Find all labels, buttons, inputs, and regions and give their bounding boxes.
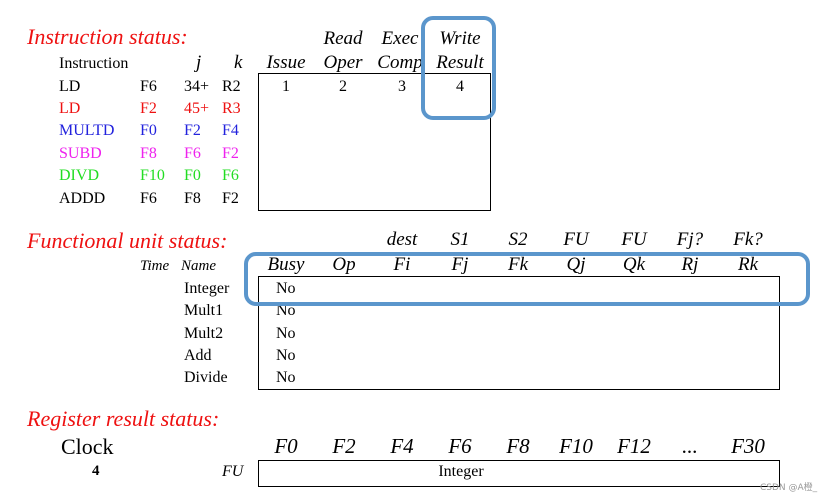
clock-label: Clock	[61, 434, 114, 459]
exec-comp-header-1: Exec	[381, 28, 419, 49]
issue-header: Issue	[266, 52, 306, 73]
instruction-dest: F6	[140, 190, 157, 207]
integer-row-highlight	[244, 252, 810, 306]
register-header: ...	[682, 434, 698, 458]
instruction-dest: F0	[140, 122, 157, 139]
fu-header-bottom: Fi	[393, 254, 411, 275]
write-result-cell: 4	[456, 78, 464, 95]
write-result-highlight	[421, 16, 496, 120]
fu-header-top: S1	[450, 229, 470, 250]
instruction-k: R3	[222, 100, 241, 117]
register-header: F30	[731, 434, 765, 458]
fu-busy: No	[276, 325, 296, 342]
instruction-header: Instruction	[59, 55, 129, 72]
fu-name: Divide	[184, 369, 228, 386]
instruction-k: F4	[222, 122, 239, 139]
instruction-j: F2	[184, 122, 201, 139]
fu-header-bottom: Busy	[267, 254, 305, 275]
fu-busy: No	[276, 280, 296, 297]
register-fu-value: Integer	[438, 463, 484, 480]
register-header: F6	[448, 434, 472, 458]
register-header: F10	[559, 434, 593, 458]
fu-header-bottom: Qk	[622, 254, 646, 275]
instruction-op: SUBD	[59, 145, 102, 162]
instruction-j: F0	[184, 167, 201, 184]
fu-name: Add	[184, 347, 212, 364]
fu-header-top: Fk?	[733, 229, 763, 250]
instruction-k: R2	[222, 78, 241, 95]
instruction-op: ADDD	[59, 190, 106, 207]
fu-header-top: FU	[621, 229, 647, 250]
register-header: F2	[332, 434, 356, 458]
fu-header-top: Fj?	[676, 229, 704, 250]
exec-comp-header-2: Comp	[377, 52, 423, 73]
instruction-op: LD	[59, 100, 81, 117]
fu-header-bottom: Fk	[507, 254, 529, 275]
fu-header-bottom: Qj	[566, 254, 586, 275]
fu-name: Integer	[184, 280, 230, 297]
write-result-header-1: Write	[439, 28, 481, 49]
name-label: Name	[181, 258, 216, 274]
instruction-status-table-box	[258, 73, 491, 211]
instruction-dest: F6	[140, 78, 157, 95]
instruction-dest: F10	[140, 167, 165, 184]
fu-header-bottom: Rj	[681, 254, 699, 275]
register-header: F8	[506, 434, 530, 458]
instruction-k: F2	[222, 145, 239, 162]
fu-busy: No	[276, 347, 296, 364]
clock-value: 4	[92, 463, 100, 479]
fu-header-bottom: Fj	[451, 254, 469, 275]
instruction-op: MULTD	[59, 122, 115, 139]
instruction-op: DIVD	[59, 167, 99, 184]
instruction-status-title: Instruction status:	[27, 24, 188, 49]
functional-unit-status-title: Functional unit status:	[27, 228, 228, 253]
fu-label: FU	[222, 463, 244, 480]
fu-busy: No	[276, 302, 296, 319]
instruction-j: 45+	[184, 100, 210, 117]
k-header: k	[234, 52, 243, 73]
fu-header-top: S2	[508, 229, 528, 250]
read-oper-header-2: Oper	[323, 52, 363, 73]
functional-unit-table-box	[258, 276, 780, 390]
instruction-op: LD	[59, 78, 81, 95]
read-oper-header-1: Read	[323, 28, 363, 49]
register-header: F4	[390, 434, 414, 458]
instruction-dest: F2	[140, 100, 157, 117]
issue-cell: 1	[282, 78, 290, 95]
fu-header-top: FU	[563, 229, 589, 250]
fu-header-bottom: Rk	[737, 254, 759, 275]
fu-busy: No	[276, 369, 296, 386]
fu-name: Mult1	[184, 302, 224, 319]
register-header: F12	[617, 434, 651, 458]
register-header: F0	[274, 434, 298, 458]
j-header: j	[196, 52, 202, 73]
write-result-header-2: Result	[436, 52, 484, 73]
read-oper-cell: 2	[339, 78, 347, 95]
register-result-status-title: Register result status:	[27, 406, 220, 431]
fu-header-bottom: Op	[332, 254, 356, 275]
instruction-j: F8	[184, 190, 201, 207]
instruction-k: F2	[222, 190, 239, 207]
register-fu-box	[258, 460, 780, 487]
instruction-j: F6	[184, 145, 201, 162]
fu-header-top: dest	[386, 229, 418, 250]
time-label: Time	[140, 258, 170, 274]
exec-comp-cell: 3	[398, 78, 406, 95]
fu-name: Mult2	[184, 325, 224, 342]
instruction-j: 34+	[184, 78, 210, 95]
instruction-k: F6	[222, 167, 239, 184]
watermark: CSDN @A橙_	[760, 483, 818, 493]
instruction-dest: F8	[140, 145, 157, 162]
